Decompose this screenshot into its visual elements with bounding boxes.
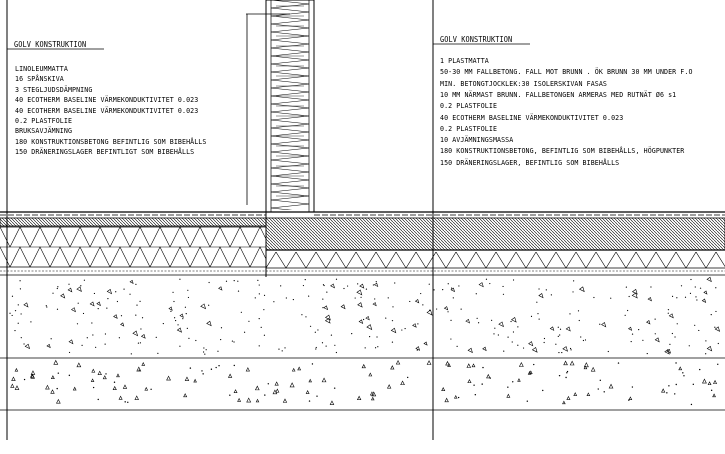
- drainage-aggregate: [10, 359, 719, 406]
- right-note-line: 40 ECOTHERM BASELINE VÄRMEKONDUKTIVITET …: [440, 112, 624, 122]
- right-note-line: 1 PLASTMATTA: [440, 56, 489, 65]
- left-note-line: 0.2 PLASTFOLIE: [15, 116, 73, 125]
- concrete-aggregate: [9, 276, 721, 355]
- right-note-title: GOLV KONSTRUKTION: [440, 35, 513, 44]
- left-note-title: GOLV KONSTRUKTION: [14, 40, 87, 49]
- left-note-line: 150 DRÄNERINGSLAGER BEFINTLIGT SOM BIBEH…: [15, 147, 195, 157]
- left-note-line: LINOLEUMMATTA: [15, 64, 68, 73]
- right-note-line: 180 KONSTRUKTIONSBETONG, BEFINTLIG SOM B…: [440, 146, 685, 156]
- right-note-line: 10 AVJÄMNINGSMASSA: [440, 135, 514, 145]
- wall-section: [265, 0, 315, 213]
- left-note-line: 180 KONSTRUKTIONSBETONG BEFINTLIG SOM BI…: [15, 136, 207, 146]
- left-note-box: [7, 14, 248, 205]
- right-note-line: 0.2 PLASTFOLIE: [440, 123, 498, 133]
- right-note-line: 150 DRÄNERINGSLAGER, BEFINTLIG SOM BIBEH…: [440, 157, 620, 167]
- left-note-line: BRUKSAVJÄMNING: [15, 126, 73, 136]
- floor-layers: [0, 211, 725, 411]
- left-note-line: 16 SPÅNSKIVA: [15, 74, 64, 84]
- left-note-line: 40 ECOTHERM BASELINE VÄRMEKONDUKTIVITET …: [15, 95, 199, 105]
- right-note-line: 10 MM NÄRMAST BRUNN. FALLBETONGEN ARMERA…: [440, 89, 677, 99]
- left-note-line: 3 STEGLJUDSDÄMPNING: [15, 84, 93, 94]
- left-note-line: 40 ECOTHERM BASELINE VÄRMEKONDUKTIVITET …: [15, 105, 199, 115]
- right-note-line: 0.2 PLASTFOLIE: [440, 101, 498, 111]
- right-note-line: 50-30 MM FALLBETONG. FALL MOT BRUNN . ÖK…: [440, 67, 693, 77]
- right-note-line: MIN. BETONGTJOCKLEK:30 ISOLERSKIVAN FASA…: [440, 78, 608, 88]
